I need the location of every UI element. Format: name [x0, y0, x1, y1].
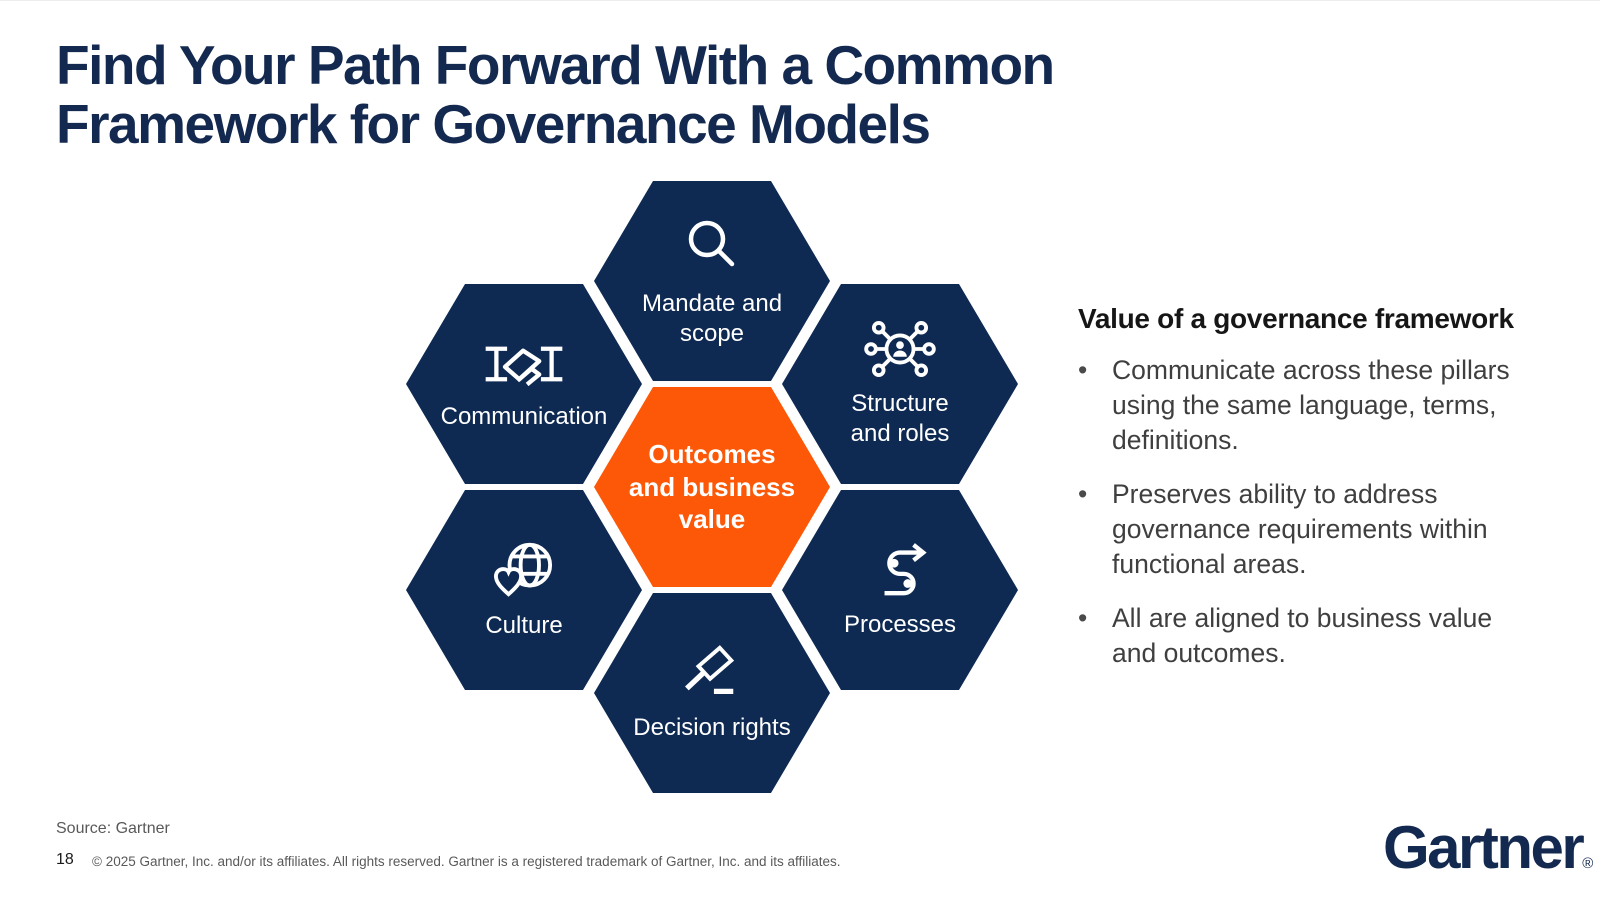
- hexagon-communication: Communication: [406, 284, 642, 484]
- value-bullet-list: • Communicate across these pillars using…: [1078, 353, 1548, 671]
- copyright-note: © 2025 Gartner, Inc. and/or its affiliat…: [92, 854, 841, 869]
- bullet-item: • All are aligned to business value and …: [1078, 601, 1548, 671]
- source-note: Source: Gartner: [56, 820, 170, 837]
- hexagon-culture: Culture: [406, 490, 642, 690]
- magnifier-icon: [680, 214, 744, 278]
- page-number: 18: [56, 851, 74, 868]
- hexagon-label: Processes: [843, 610, 957, 638]
- bullet-item: • Preserves ability to address governanc…: [1078, 477, 1548, 582]
- hexagon-label: Communication: [440, 402, 608, 430]
- page-title: Find Your Path Forward With a Common Fra…: [56, 34, 1055, 155]
- hexagon-decision-rights: Decision rights: [594, 593, 830, 793]
- hexagon-label: Decision rights: [633, 713, 791, 741]
- process-flow-icon: [871, 541, 929, 599]
- hexagon-structure-and-roles: Structure and roles: [782, 284, 1018, 484]
- hexagon-label: Structure and roles: [850, 390, 950, 447]
- hexagon-mandate-and-scope: Mandate and scope: [594, 181, 830, 381]
- value-panel-heading: Value of a governance framework: [1078, 303, 1514, 334]
- gavel-icon: [682, 644, 742, 702]
- bullet-marker: •: [1078, 478, 1088, 509]
- bullet-text: Preserves ability to address governance …: [1112, 478, 1488, 579]
- gartner-logo-text: Gartner: [1383, 814, 1585, 881]
- hexagon-processes: Processes: [782, 490, 1018, 690]
- hexagon-label: Culture: [485, 611, 563, 639]
- globe-heart-icon: [491, 540, 557, 600]
- bullet-text: Communicate across these pillars using t…: [1112, 355, 1510, 455]
- top-divider: [0, 0, 1600, 1]
- org-network-icon: [863, 320, 937, 378]
- gartner-logo: Gartner®: [1383, 818, 1593, 878]
- registered-mark: ®: [1582, 855, 1594, 872]
- bullet-text: All are aligned to business value and ou…: [1112, 602, 1493, 668]
- value-panel: Value of a governance framework • Commun…: [1078, 303, 1548, 690]
- handshake-icon: [484, 337, 564, 391]
- hexagon-label: Mandate and scope: [641, 290, 783, 347]
- hexagon-outcomes-and-business-value: Outcomes and business value: [594, 387, 830, 587]
- bullet-marker: •: [1078, 602, 1088, 633]
- bullet-marker: •: [1078, 355, 1088, 385]
- bullet-item: • Communicate across these pillars using…: [1078, 353, 1548, 458]
- hexagon-label: Outcomes and business value: [628, 439, 796, 535]
